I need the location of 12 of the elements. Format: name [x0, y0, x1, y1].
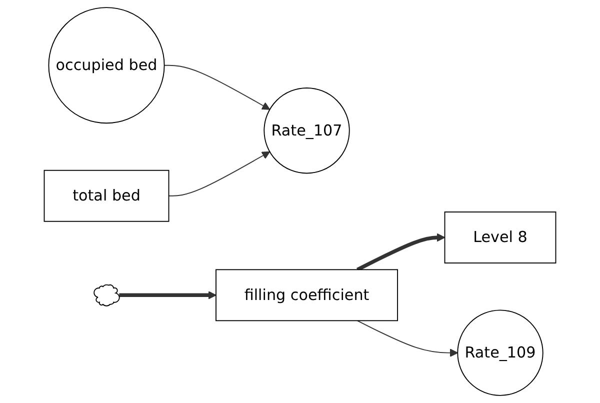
arrow [164, 64, 270, 110]
node-box: Level 8 [444, 212, 556, 264]
arrow [119, 291, 216, 300]
node-circle: Rate_109 [457, 310, 544, 396]
node-circle: Rate_107 [264, 88, 350, 174]
node-box: total bed [44, 170, 170, 222]
node-circle: occupied bed [48, 7, 165, 124]
node-box: filling coefficient [216, 269, 398, 322]
arrow [168, 151, 270, 196]
arrow [356, 233, 446, 272]
arrow [356, 320, 458, 357]
node-cloud [94, 284, 120, 306]
